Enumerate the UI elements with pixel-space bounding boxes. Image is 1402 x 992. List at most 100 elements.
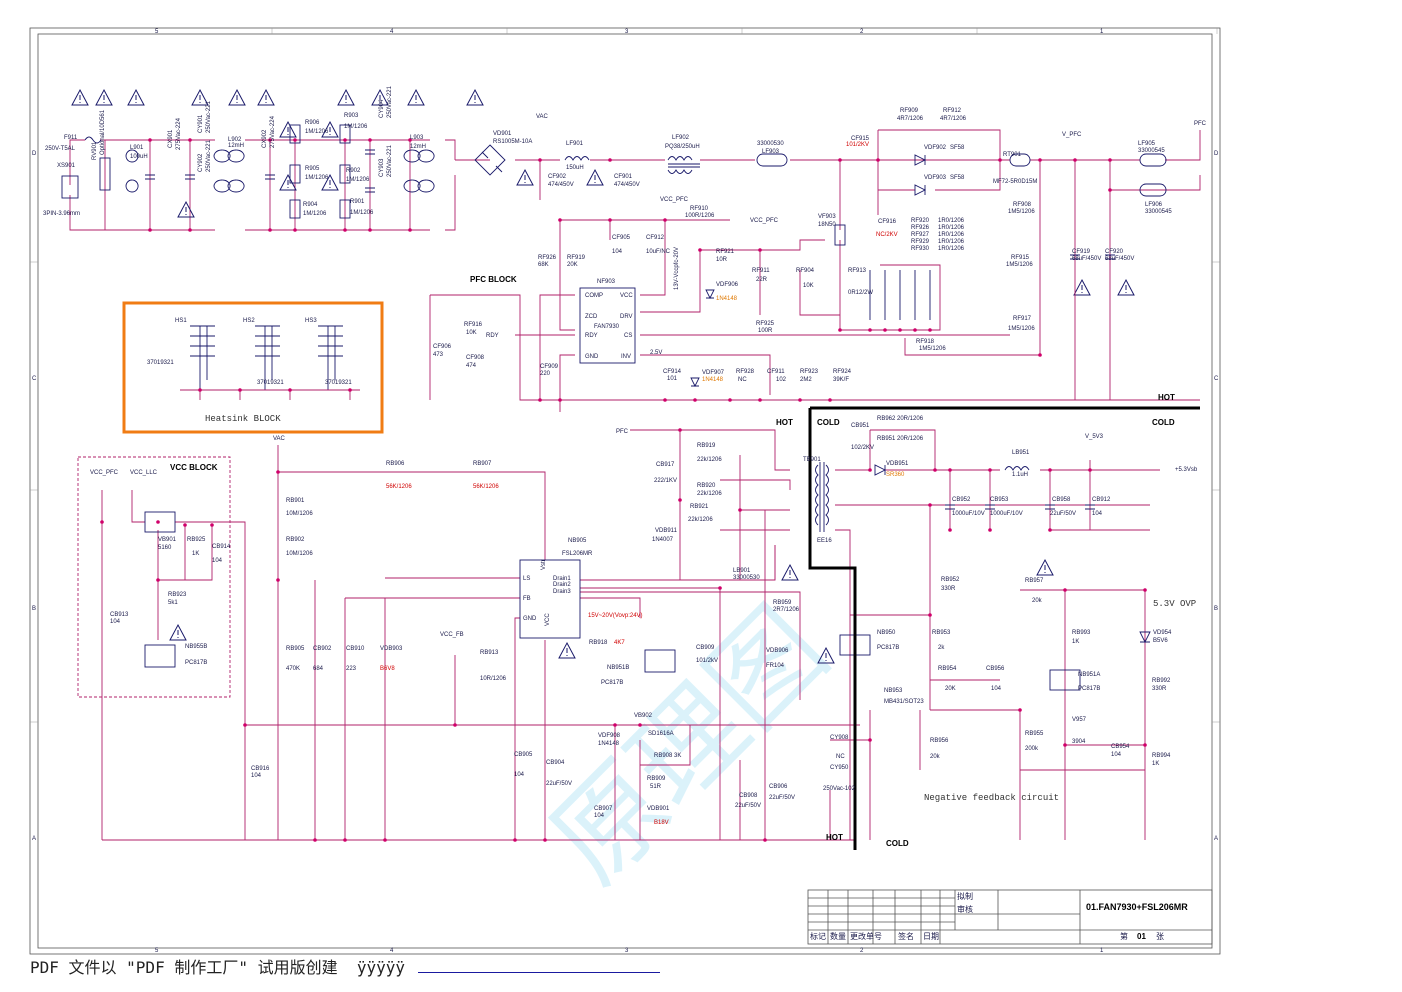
- junction-dot: [728, 398, 732, 402]
- label-vdf903: VDF903: [924, 175, 947, 181]
- label-nb953v: MB431/SOT23: [884, 699, 924, 705]
- net-out-5v3sb: +5.3Vsb: [1175, 467, 1198, 473]
- label-vdb906: VDB906: [766, 648, 789, 654]
- label-vdf903v: SF58: [950, 175, 965, 181]
- label-r906v: 1M/1206: [305, 129, 329, 135]
- label-rv901: RV901: [92, 141, 98, 160]
- label-cf915: CF915: [851, 136, 870, 142]
- label-cf920v: 68uF/450V: [1105, 256, 1134, 262]
- warning-triangle-icon: [337, 88, 355, 106]
- label-rb993: RB993: [1072, 630, 1091, 636]
- label-cb914: CB914: [212, 544, 231, 550]
- pfc-block-title: PFC BLOCK: [470, 275, 517, 284]
- col-change: 更改单号: [850, 931, 882, 941]
- label-hs2: HS2: [243, 318, 255, 324]
- label-rf918v: 1M5/1206: [919, 346, 946, 352]
- warning-triangle-icon: [371, 88, 389, 106]
- warning-triangle-icon: [279, 120, 297, 138]
- label-cb951: CB951: [851, 423, 870, 429]
- grid-row-b-left: B: [32, 606, 36, 612]
- label-cb954v: 104: [1111, 752, 1122, 758]
- label-cb908: CB908: [739, 793, 758, 799]
- label-cf911v: 102: [776, 377, 787, 383]
- label-rf926v: 68K: [538, 262, 549, 268]
- label-rf911: RF911: [752, 268, 770, 274]
- label-nb951a: NB951A: [1078, 672, 1100, 678]
- label-rb951: RB951 20R/1206: [877, 436, 924, 442]
- junction-dot: [1038, 353, 1042, 357]
- label-rv901v: Optional/10D561: [100, 109, 106, 155]
- net-vcc-pfc-right: VCC_PFC: [750, 218, 779, 224]
- label-cf916v: NC/2KV: [876, 232, 898, 238]
- label-nb955bv: PC817B: [185, 660, 207, 666]
- label-rb952v: 330R: [941, 586, 956, 592]
- label-cf912: CF912: [646, 235, 665, 241]
- label-cf905: CF905: [612, 235, 631, 241]
- label-rb901v: 10M/1206: [286, 511, 313, 517]
- label-rf910v: 100R/1206: [685, 213, 715, 219]
- label-tb901: TB901: [803, 457, 821, 463]
- grid-row-a-left: A: [32, 836, 36, 842]
- junction-dot: [1143, 588, 1147, 592]
- label-rb920v: 22k/1206: [697, 491, 722, 497]
- label-rf908v: 1M5/1206: [1008, 209, 1035, 215]
- grid-col-4-bottom: 4: [390, 948, 394, 954]
- pdf-footer-note: PDF 文件以 "PDF 制作工厂" 试用版创建 ÿÿÿÿÿ: [30, 954, 405, 978]
- zone-hot-top: HOT: [1158, 393, 1175, 402]
- label-cf905v: 104: [612, 249, 623, 255]
- col-date: 日期: [923, 932, 939, 941]
- junction-dot: [188, 228, 192, 232]
- label-cf912v: 10uF/NC: [646, 249, 671, 255]
- label-pin-vcc: VCC: [620, 293, 633, 299]
- label-rb913: RB913: [480, 650, 499, 656]
- junction-dot: [1073, 158, 1077, 162]
- label-lf902v: PQ38/250uH: [665, 144, 700, 150]
- junction-dot: [898, 328, 902, 332]
- label-cx902v: 275Vac-224: [270, 115, 276, 148]
- label-cf914: CF914: [663, 369, 682, 375]
- col-qty: 数量: [830, 931, 846, 941]
- label-r904: R904: [303, 202, 318, 208]
- label-ovp-note: 15V~20V(Vovp:24V): [588, 613, 643, 619]
- warning-triangle-icon: [257, 88, 275, 106]
- label-nb955b: NB955B: [185, 644, 207, 650]
- label-rb959: RB959: [773, 600, 792, 606]
- label-nf903v: FAN7930: [594, 324, 620, 330]
- label-l901: L901: [130, 145, 144, 151]
- junction-dot: [868, 738, 872, 742]
- label-rb962: RB962 20R/1206: [877, 416, 924, 422]
- label-rf926: RF926: [538, 255, 557, 261]
- junction-dot: [798, 398, 802, 402]
- label-rb918: RB918: [589, 640, 608, 646]
- label-l901v: 100uH: [130, 154, 148, 160]
- label-rf927: RF927: [911, 232, 930, 238]
- label-cy950: CY950: [830, 765, 849, 771]
- label-rf910: RF910: [690, 206, 709, 212]
- net-vcc-llc: VCC_LLC: [130, 470, 158, 476]
- label-l902: L902: [228, 137, 242, 143]
- pfc-components: [564, 153, 1167, 388]
- label-lb951: LB951: [1012, 450, 1030, 456]
- label-nb905: NB905: [568, 538, 587, 544]
- label-rf915v: 1M5/1206: [1006, 262, 1033, 268]
- label-cb906: CB906: [769, 784, 788, 790]
- zone-hot-mid: HOT: [776, 418, 793, 427]
- label-cf901: CF901: [614, 174, 633, 180]
- label-cb956v: 104: [991, 686, 1002, 692]
- junction-dot: [513, 838, 517, 842]
- junction-dot: [758, 398, 762, 402]
- junction-dot: [1108, 158, 1112, 162]
- junction-dot: [613, 723, 617, 727]
- label-l903v: 12mH: [410, 144, 426, 150]
- label-vb901v: 5160: [158, 545, 172, 551]
- label-v25: 2.5V: [650, 350, 662, 356]
- label-vdf907: VDF907: [702, 370, 725, 376]
- label-cf902v: 474/450V: [548, 182, 574, 188]
- junction-dot: [156, 520, 160, 524]
- label-rf904v: 10K: [803, 283, 814, 289]
- pdf-footer-link[interactable]: ÿÿÿÿÿ: [356, 958, 406, 977]
- junction-dot: [876, 158, 880, 162]
- label-cb909: CB909: [696, 645, 715, 651]
